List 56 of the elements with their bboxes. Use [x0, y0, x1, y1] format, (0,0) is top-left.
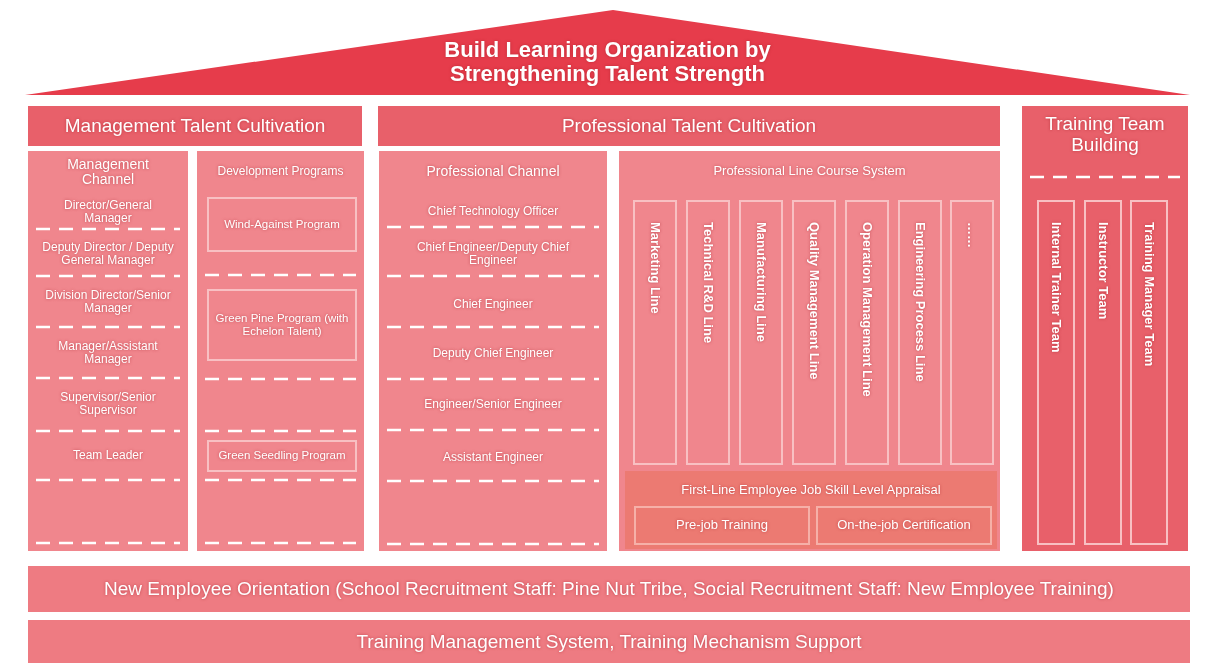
column-heading: Management Channel	[66, 156, 150, 188]
level-label: Chief Engineer/Deputy Chief Engineer	[415, 240, 571, 268]
vertical-label: ……	[964, 222, 980, 250]
appraisal-panel	[625, 471, 997, 549]
vertical-label: Technical R&D Line	[700, 222, 716, 346]
box-label: Professional Talent Cultivation	[561, 115, 817, 137]
box-label: Training Management System, Training Mechanism Support	[356, 630, 862, 653]
column-heading: Professional Channel	[425, 164, 561, 180]
level-label: Deputy Director / Deputy General Manager	[42, 240, 174, 268]
section-header	[378, 106, 1000, 146]
box-label: On-the-job Certification	[837, 518, 971, 533]
box-label: Pre-job Training	[676, 518, 768, 533]
level-label: Engineer/Senior Engineer	[423, 398, 563, 412]
vertical-label: Manufacturing Line	[753, 222, 769, 344]
level-label: Team Leader	[71, 449, 144, 463]
level-label: Chief Technology Officer	[426, 205, 560, 219]
vertical-label: Instructor Team	[1095, 222, 1111, 322]
level-label: Director/General Manager	[63, 198, 153, 226]
column-heading: Training Team Building	[1044, 114, 1166, 156]
box-label: Wind-Against Program	[224, 217, 340, 232]
program-box	[207, 440, 357, 472]
orientation-bar	[28, 566, 1190, 612]
program-box	[207, 197, 357, 252]
column-heading: First-Line Employee Job Skill Level Appraisal	[680, 482, 942, 498]
training-box	[634, 506, 810, 545]
program-box	[207, 289, 357, 361]
level-label: Manager/Assistant Manager	[57, 339, 159, 367]
vertical-label: Engineering Process Line	[912, 222, 928, 384]
system-bar	[28, 620, 1190, 663]
level-label: Assistant Engineer	[441, 451, 545, 465]
level-label: Chief Engineer	[452, 298, 534, 312]
team-box	[1084, 200, 1122, 545]
column-heading: Professional Line Course System	[712, 163, 907, 179]
vertical-label: Operation Management Line	[859, 222, 875, 399]
course-panel	[619, 151, 1000, 551]
level-label: Supervisor/Senior Supervisor	[59, 390, 157, 418]
box-label: Green Pine Program (with Echelon Talent)	[214, 311, 350, 339]
box-label: New Employee Orientation (School Recruitment Staff: Pine Nut Tribe, Social Recruitment Staff: New Employee Training)	[104, 578, 1114, 600]
team-box	[1037, 200, 1075, 545]
vertical-label: Training Manager Team	[1141, 222, 1157, 369]
vertical-label: Quality Management Line	[806, 222, 822, 382]
vertical-label: Internal Trainer Team	[1048, 222, 1064, 355]
program-column	[197, 151, 364, 551]
certification-box	[816, 506, 992, 545]
level-label: Deputy Chief Engineer	[431, 347, 555, 361]
box-label: Management Talent Cultivation	[64, 115, 326, 137]
team-panel	[1022, 106, 1188, 551]
box-label: Green Seedling Program	[218, 449, 346, 463]
channel-column	[28, 151, 188, 551]
roof-title: Build Learning Organization by Strengthening Talent Strength	[443, 38, 772, 87]
level-label: Division Director/Senior Manager	[44, 288, 172, 316]
team-box	[1130, 200, 1168, 545]
channel-column	[379, 151, 607, 551]
section-header	[28, 106, 362, 146]
vertical-label: Marketing Line	[647, 222, 663, 316]
column-heading: Development Programs	[216, 165, 345, 179]
